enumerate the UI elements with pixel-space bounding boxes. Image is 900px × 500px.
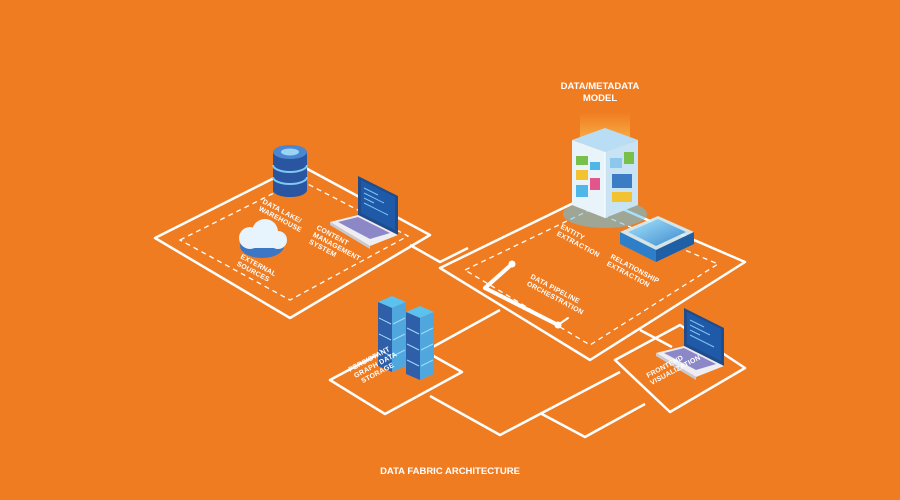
- model-label-line2: MODEL: [583, 93, 618, 104]
- model-label: DATA/METADATA MODEL: [561, 81, 640, 104]
- database-icon: [272, 145, 308, 197]
- server-rack-icon: [378, 296, 434, 380]
- right-platform-outline: [438, 193, 747, 362]
- pipeline-label: DATA PIPELINE ORCHESTRATION: [525, 274, 584, 317]
- glass-slab-icon: [620, 216, 694, 262]
- laptop-icon: [656, 308, 724, 380]
- entity-extraction-label: ENTITY EXTRACTION: [555, 224, 600, 260]
- frontend-platform-outline: [613, 323, 747, 414]
- connector-lines: [409, 243, 673, 439]
- pipeline-icon: [483, 260, 569, 329]
- data-tower-icon: [563, 112, 647, 228]
- laptop-icon: [330, 176, 398, 249]
- model-label-line1: DATA/METADATA: [561, 81, 640, 92]
- left-platform-outline: [153, 163, 432, 320]
- diagram-title: DATA FABRIC ARCHITECTURE: [380, 466, 520, 477]
- cloud-icon: [239, 219, 287, 258]
- external-sources-label: EXTERNAL SOURCES: [235, 254, 277, 284]
